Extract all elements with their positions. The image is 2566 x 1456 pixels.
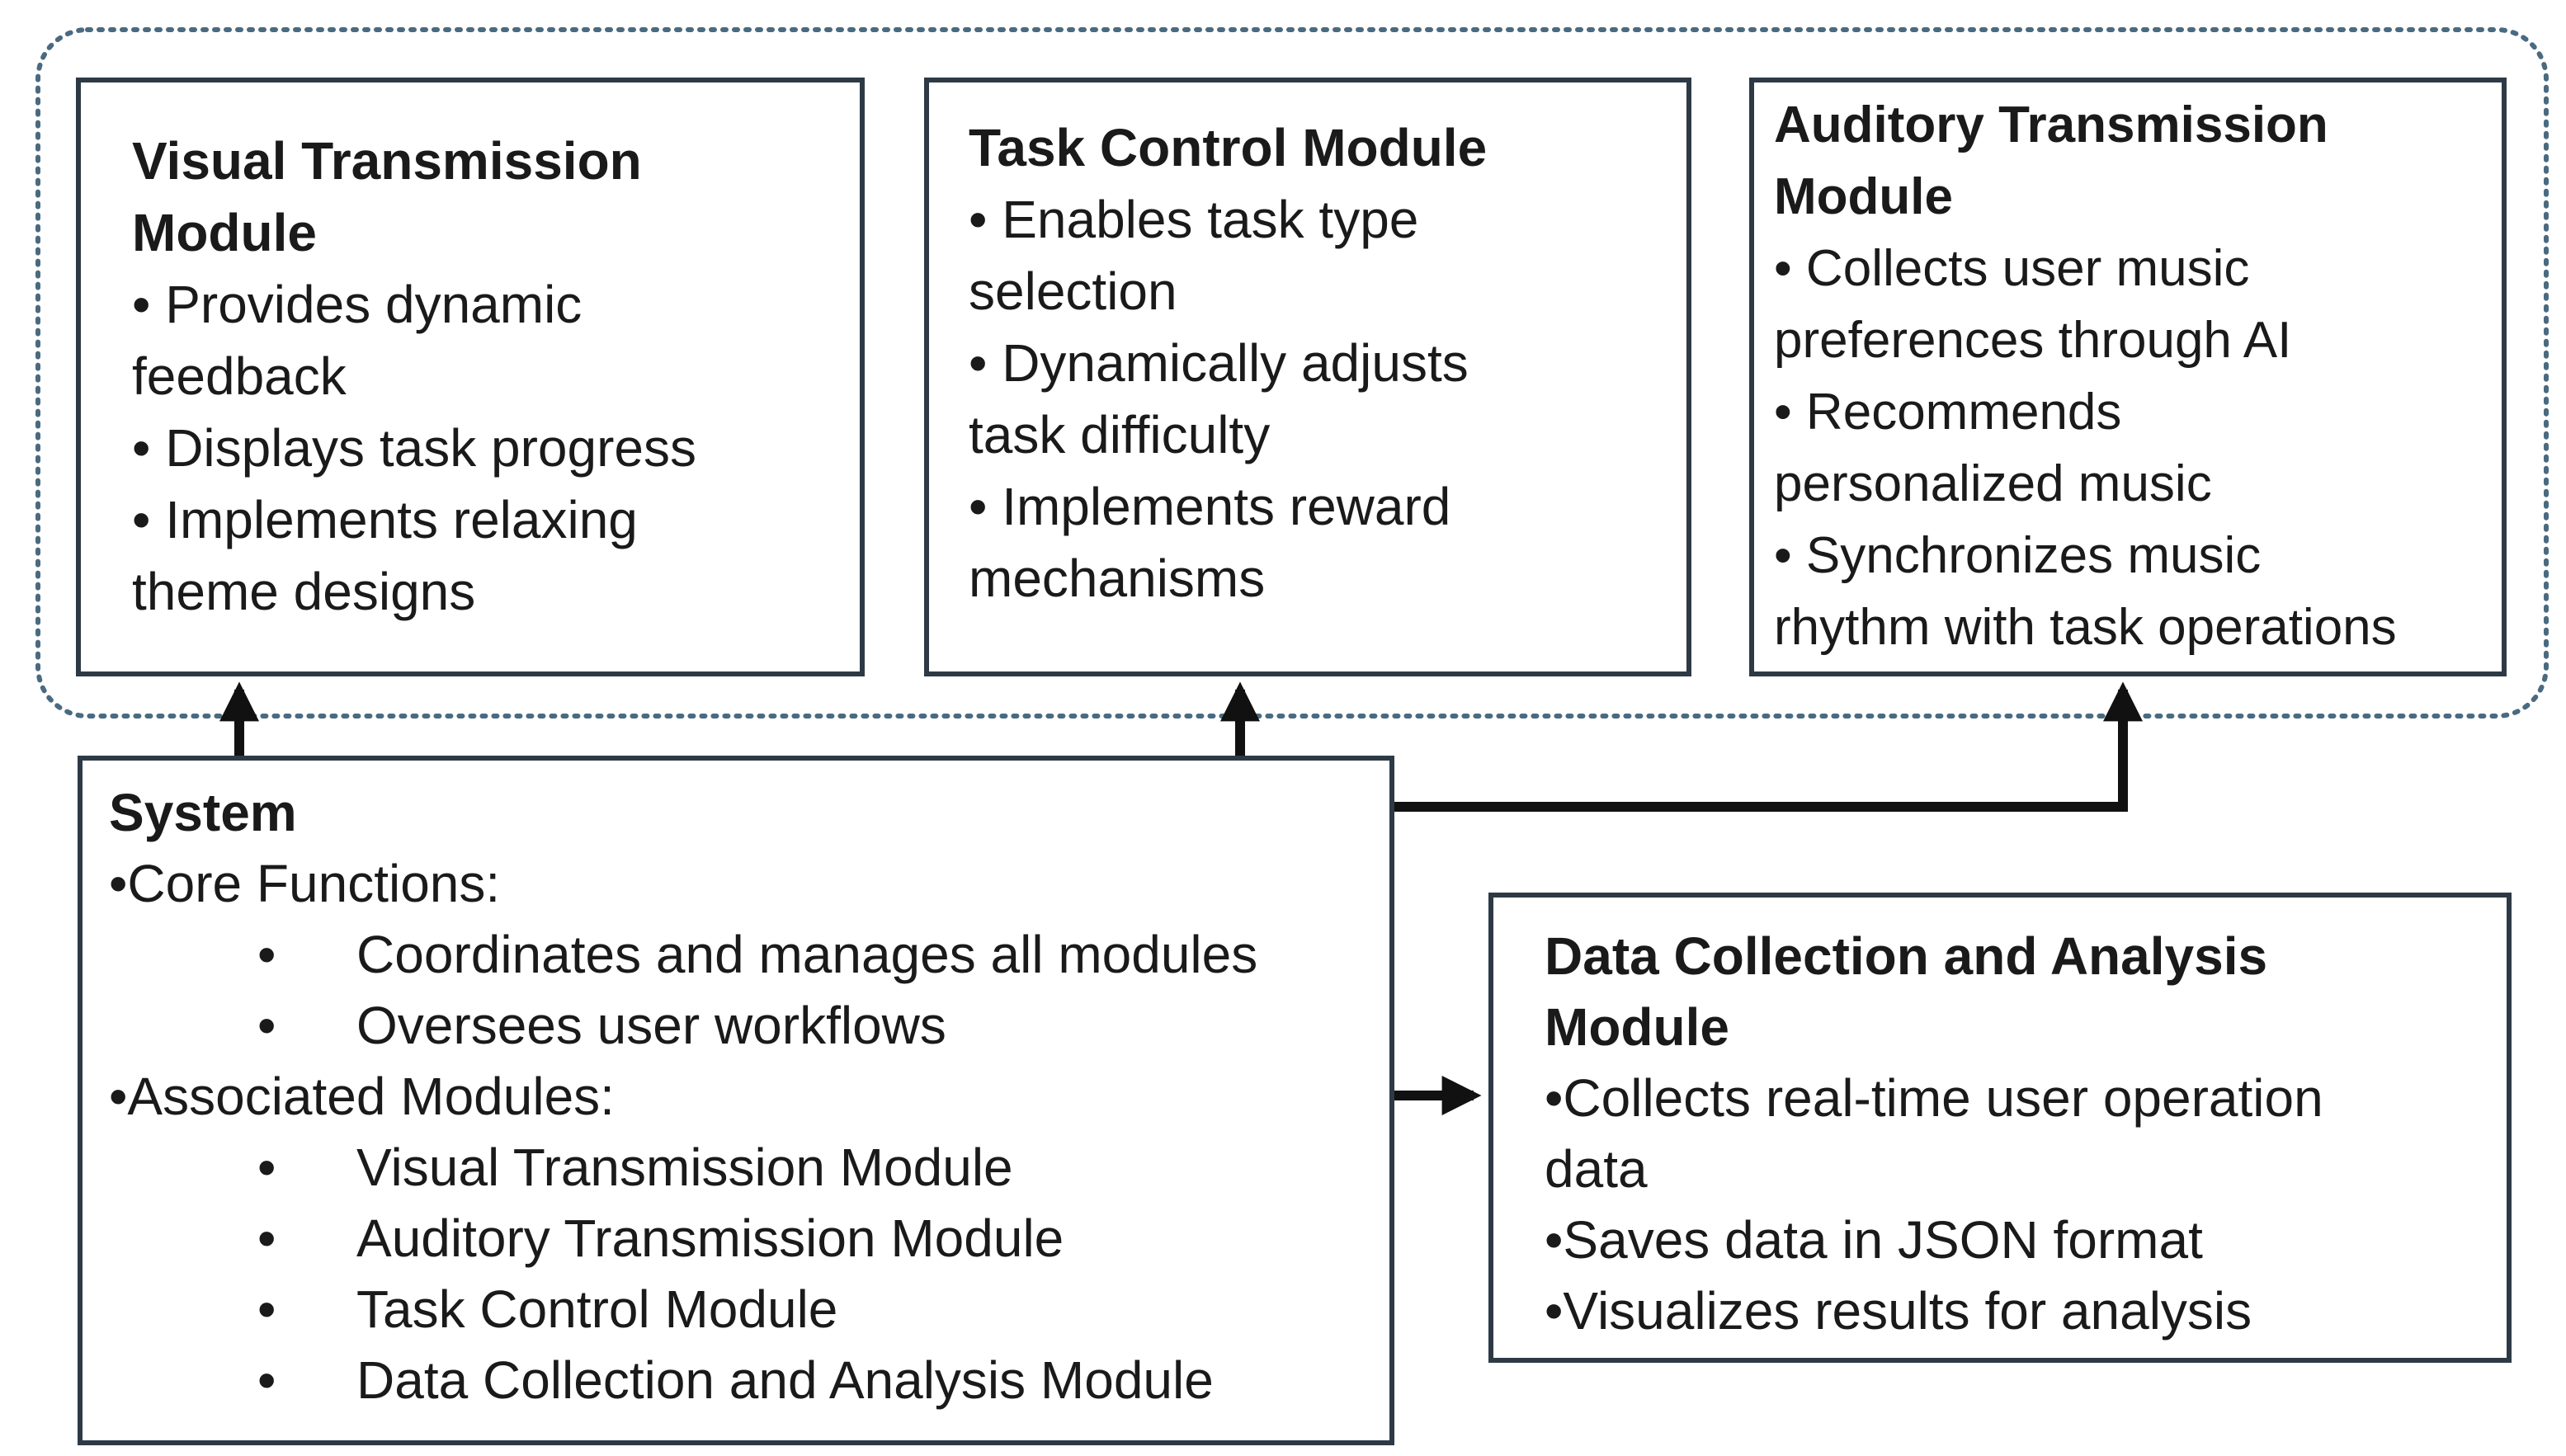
task-control-module-box: Task Control Module • Enables task type … xyxy=(924,78,1691,676)
data-module-line: •Visualizes results for analysis xyxy=(1545,1281,2252,1341)
task-module-line: • Dynamically adjusts xyxy=(969,333,1469,393)
auditory-module-title-line1: Auditory Transmission xyxy=(1774,97,2328,153)
auditory-module-title-line2: Module xyxy=(1774,168,1953,225)
system-box: System •Core Functions: • Coordinates an… xyxy=(78,756,1394,1445)
visual-module-line: • Provides dynamic xyxy=(132,275,583,334)
data-module-title-line1: Data Collection and Analysis xyxy=(1545,926,2268,986)
associated-module-item: • Task Control Module xyxy=(109,1274,1381,1345)
bullet-icon: • xyxy=(257,1350,276,1410)
task-module-line: task difficulty xyxy=(969,405,1271,464)
data-module-line: •Collects real-time user operation xyxy=(1545,1068,2323,1128)
visual-module-line: • Implements relaxing xyxy=(132,490,638,549)
data-collection-module-box: Data Collection and Analysis Module •Col… xyxy=(1488,893,2512,1363)
associated-module-text: Data Collection and Analysis Module xyxy=(356,1350,1214,1410)
system-title: System xyxy=(109,783,297,842)
auditory-module-line: • Recommends xyxy=(1774,384,2122,441)
bullet-icon: • xyxy=(257,1138,276,1197)
arrow-system-to-auditory xyxy=(1394,681,2143,812)
task-module-title: Task Control Module xyxy=(969,118,1488,177)
auditory-module-line: rhythm with task operations xyxy=(1774,599,2397,656)
core-function-item: • Oversees user workflows xyxy=(109,990,1381,1061)
auditory-module-line: • Synchronizes music xyxy=(1774,527,2262,584)
core-function-text: Coordinates and manages all modules xyxy=(356,925,1258,984)
visual-module-line: theme designs xyxy=(132,562,476,621)
auditory-module-line: • Collects user music xyxy=(1774,240,2250,297)
associated-module-text: Task Control Module xyxy=(356,1279,838,1339)
task-module-line: • Enables task type xyxy=(969,190,1419,249)
auditory-transmission-module-box: Auditory Transmission Module • Collects … xyxy=(1749,78,2507,676)
visual-module-line: feedback xyxy=(132,346,347,406)
task-module-line: mechanisms xyxy=(969,549,1266,608)
auditory-module-line: preferences through AI xyxy=(1774,312,2292,369)
associated-module-text: Visual Transmission Module xyxy=(356,1138,1013,1197)
auditory-module-line: personalized music xyxy=(1774,455,2212,512)
associated-module-item: • Auditory Transmission Module xyxy=(109,1203,1381,1274)
bullet-icon: • xyxy=(257,1279,276,1339)
bullet-icon: • xyxy=(257,996,276,1055)
associated-module-text: Auditory Transmission Module xyxy=(356,1209,1064,1268)
associated-module-item: • Data Collection and Analysis Module xyxy=(109,1345,1381,1416)
core-functions-heading: •Core Functions: xyxy=(109,854,501,913)
visual-module-title-line1: Visual Transmission xyxy=(132,131,642,191)
module-group-outline xyxy=(35,27,2549,719)
associated-modules-heading: •Associated Modules: xyxy=(109,1067,615,1126)
bullet-icon: • xyxy=(257,925,276,984)
visual-module-line: • Displays task progress xyxy=(132,418,696,478)
task-module-line: • Implements reward xyxy=(969,477,1451,536)
data-module-title-line2: Module xyxy=(1545,997,1729,1057)
data-module-line: •Saves data in JSON format xyxy=(1545,1210,2203,1270)
data-module-line: data xyxy=(1545,1139,1648,1199)
core-function-item: • Coordinates and manages all modules xyxy=(109,919,1381,990)
task-module-line: selection xyxy=(969,262,1177,321)
core-function-text: Oversees user workflows xyxy=(356,996,946,1055)
associated-module-item: • Visual Transmission Module xyxy=(109,1132,1381,1203)
visual-module-title-line2: Module xyxy=(132,203,317,262)
bullet-icon: • xyxy=(257,1209,276,1268)
visual-transmission-module-box: Visual Transmission Module • Provides dy… xyxy=(76,78,865,676)
